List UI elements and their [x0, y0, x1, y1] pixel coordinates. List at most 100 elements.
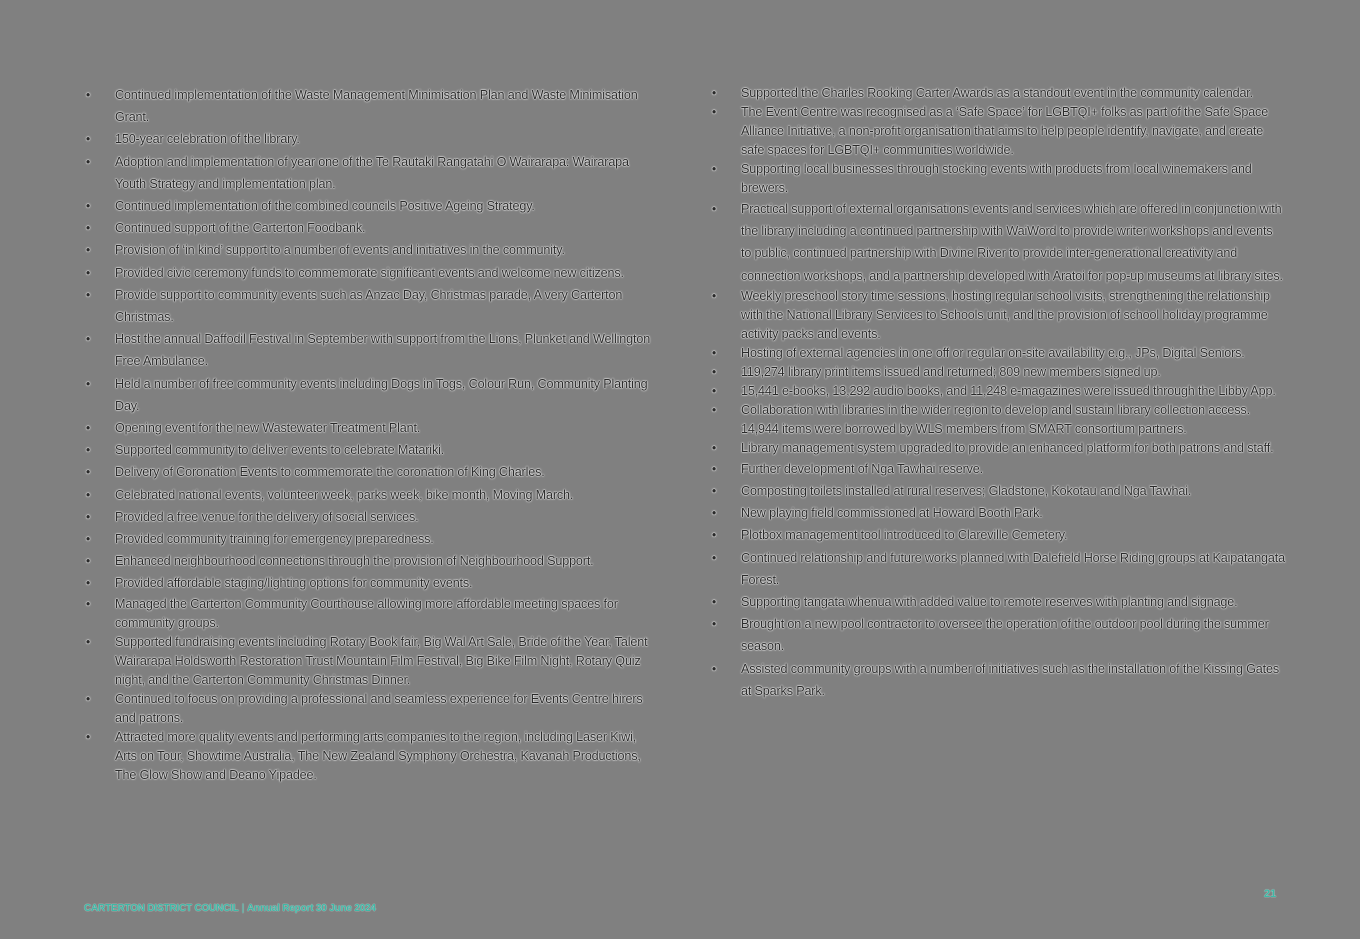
- list-item-text: New playing field commissioned at Howard…: [741, 506, 1043, 521]
- footer-separator: |: [241, 903, 245, 914]
- footer-report-title: CARTERTON DISTRICT COUNCIL|Annual Report…: [84, 903, 376, 914]
- list-item: • Delivery of Coronation Events to commem…: [84, 461, 659, 483]
- bullet-icon: •: [85, 287, 91, 302]
- bullet-icon: •: [85, 487, 91, 502]
- list-item: • Supporting local businesses through sto…: [710, 160, 1285, 198]
- bullet-icon: •: [711, 162, 717, 176]
- list-item: •Library management system upgraded to p…: [710, 439, 1285, 458]
- page-number: 21: [1264, 888, 1277, 900]
- list-item: •Held a number of free community events …: [84, 373, 659, 417]
- list-item-text: Provided civic ceremony funds to commemo…: [115, 265, 624, 280]
- bullet-icon: •: [711, 402, 717, 417]
- bullet-icon: •: [711, 86, 717, 100]
- bullet-icon: •: [85, 465, 91, 480]
- list-item: •Enhanced neighbourhood connections thro…: [84, 550, 659, 572]
- bullet-icon: •: [711, 661, 717, 676]
- list-item-text: Managed the Carterton Community Courthou…: [115, 596, 618, 630]
- list-item: • Plotbox management tool introduced to C…: [710, 524, 1285, 546]
- bullet-icon: •: [711, 484, 717, 499]
- list-item-text: Practical support of external organisati…: [741, 202, 1283, 283]
- list-item: • Continued relationship and future works…: [710, 547, 1285, 591]
- list-item: •15,441 e-books, 13,292 audio books, and…: [710, 382, 1285, 401]
- list-item: •Weekly preschool story time sessions, h…: [710, 287, 1285, 344]
- bullet-icon: •: [711, 202, 717, 216]
- list-item: •Provided a free venue for the delivery …: [84, 506, 659, 528]
- list-item: •Continued implementation of the Waste M…: [84, 84, 659, 128]
- bullet-icon: •: [85, 691, 91, 706]
- list-item: • Supported the Charles Rooking Carter Aw…: [710, 84, 1285, 103]
- list-item: •Provision of ‘in kind’ support to a num…: [84, 239, 659, 261]
- list-item: • Hosting of external agencies in one off…: [710, 344, 1285, 363]
- list-item-text: Supporting tangata whenua with added val…: [741, 595, 1238, 610]
- list-item-text: Provided affordable staging/lighting opt…: [115, 576, 473, 591]
- list-item: •Provided community training for emergen…: [84, 528, 659, 550]
- list-item: • Composting toilets installed at rural r…: [710, 480, 1285, 502]
- bullet-icon: •: [711, 550, 717, 565]
- list-item-text: Weekly preschool story time sessions, ho…: [741, 288, 1270, 341]
- bullet-icon: •: [85, 634, 91, 649]
- list-item: • Supported fundraising events including …: [84, 633, 659, 690]
- bullet-icon: •: [711, 440, 717, 455]
- list-item-text: The Event Centre was recognised as a ‘Sa…: [741, 105, 1269, 157]
- list-item-text: Provided community training for emergenc…: [115, 532, 434, 547]
- bullet-icon: •: [711, 345, 717, 360]
- list-item: •New playing field commissioned at Howar…: [710, 502, 1285, 524]
- list-item-text: Continued to focus on providing a profes…: [115, 691, 643, 725]
- list-item-text: Supported fundraising events including R…: [115, 634, 648, 687]
- list-item-text: Continued relationship and future works …: [741, 550, 1285, 587]
- bullet-icon: •: [85, 221, 91, 236]
- list-item-text: Continued implementation of the combined…: [115, 199, 535, 214]
- list-item-text: Plotbox management tool introduced to Cl…: [741, 528, 1068, 543]
- list-item-text: Continued implementation of the Waste Ma…: [115, 88, 638, 125]
- bullet-icon: •: [711, 364, 717, 379]
- list-item: •Provided affordable staging/lighting op…: [84, 572, 659, 594]
- list-item-text: Supporting local businesses through stoc…: [741, 162, 1252, 195]
- list-item: •Supporting tangata whenua with added va…: [710, 591, 1285, 613]
- list-item-text: Opening event for the new Wastewater Tre…: [115, 421, 421, 436]
- list-item-text: Delivery of Coronation Events to commemo…: [115, 465, 545, 480]
- bullet-icon: •: [85, 243, 91, 258]
- list-item: • Celebrated national events, volunteer w…: [84, 484, 659, 506]
- footer-report-name: Annual Report 30 June 2024: [247, 903, 376, 914]
- list-item: • Continued to focus on providing a profe…: [84, 690, 659, 728]
- bullet-icon: •: [711, 105, 717, 119]
- list-item-text: Composting toilets installed at rural re…: [741, 484, 1192, 499]
- list-item: •Brought on a new pool contractor to ove…: [710, 613, 1285, 657]
- list-item: • Assisted community groups with a number…: [710, 658, 1285, 702]
- list-item-text: Celebrated national events, volunteer we…: [115, 487, 574, 502]
- list-item-text: Collaboration with libraries in the wide…: [741, 402, 1250, 436]
- footer-organisation: CARTERTON DISTRICT COUNCIL: [84, 903, 239, 914]
- list-item: • 119,274 library print items issued and …: [710, 363, 1285, 382]
- bullet-icon: •: [85, 443, 91, 458]
- bullet-icon: •: [711, 461, 717, 476]
- bullet-icon: •: [85, 421, 91, 436]
- list-item-text: Supported the Charles Rooking Carter Awa…: [741, 86, 1254, 100]
- list-item-text: Assisted community groups with a number …: [741, 661, 1279, 698]
- list-item-text: Attracted more quality events and perfor…: [115, 729, 641, 782]
- list-item-text: Provide support to community events such…: [115, 287, 623, 325]
- bullet-icon: •: [85, 154, 91, 169]
- list-item-text: 15,441 e-books, 13,292 audio books, and …: [741, 383, 1276, 398]
- list-item: • Attracted more quality events and perfo…: [84, 728, 659, 785]
- bullet-icon: •: [711, 528, 717, 543]
- list-item-text: 150-year celebration of the library.: [115, 132, 300, 147]
- list-item-text: Adoption and implementation of year one …: [115, 154, 629, 191]
- bullet-icon: •: [85, 332, 91, 347]
- list-item-text: 119,274 library print items issued and r…: [741, 364, 1161, 379]
- bullet-icon: •: [711, 617, 717, 632]
- list-item: •Provided civic ceremony funds to commem…: [84, 262, 659, 284]
- list-item: •Further development of Nga Tawhai reser…: [710, 458, 1285, 480]
- bullet-icon: •: [85, 132, 91, 147]
- list-item-text: Hosting of external agencies in one off …: [741, 345, 1245, 360]
- list-item: •Supported community to deliver events t…: [84, 439, 659, 461]
- bullet-icon: •: [85, 509, 91, 524]
- bullet-icon: •: [85, 596, 91, 611]
- bullet-icon: •: [85, 729, 91, 744]
- list-item-text: Enhanced neighbourhood connections throu…: [115, 554, 594, 569]
- list-item: •Host the annual Daffodil Festival in Se…: [84, 328, 659, 372]
- list-item: •Continued implementation of the combine…: [84, 195, 659, 217]
- list-item: • Opening event for the new Wastewater Tr…: [84, 417, 659, 439]
- list-item: • Collaboration with libraries in the wid…: [710, 401, 1285, 439]
- list-item: • Provide support to community events suc…: [84, 284, 659, 328]
- list-item: • Practical support of external organisat…: [710, 198, 1285, 287]
